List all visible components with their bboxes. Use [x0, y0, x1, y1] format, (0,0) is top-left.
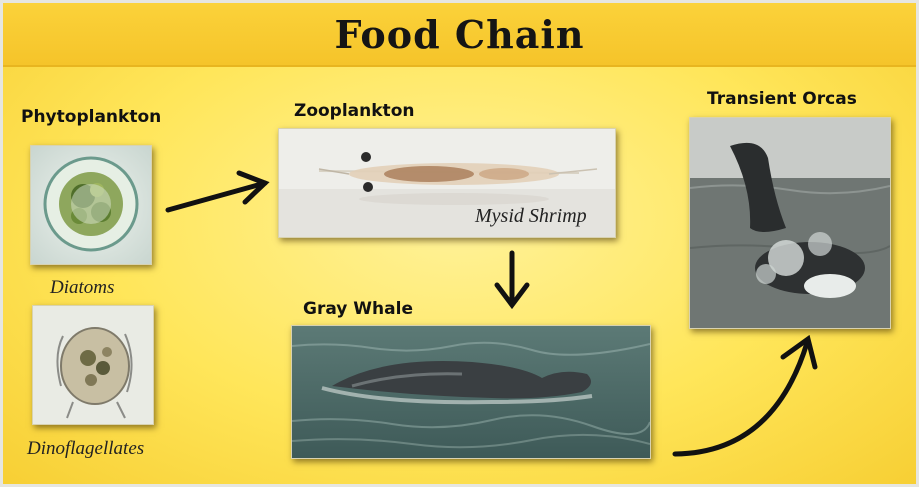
mysid-shrimp-caption: Mysid Shrimp	[475, 205, 587, 228]
gray-whale-photo	[291, 325, 651, 459]
transient-orcas-label: Transient Orcas	[707, 89, 857, 109]
page-title: Food Chain	[335, 12, 585, 57]
header-bar: Food Chain	[3, 3, 916, 67]
arrow-gray-whale-to-orcas-head	[783, 339, 815, 367]
arrow-phytoplankton-to-zooplankton-head	[239, 173, 265, 202]
gray-whale-label: Gray Whale	[303, 299, 413, 319]
diatoms-photo	[30, 145, 152, 265]
dinoflagellates-caption: Dinoflagellates	[27, 438, 144, 460]
transient-orcas-photo	[689, 117, 891, 329]
arrow-gray-whale-to-orcas	[675, 343, 807, 454]
arrow-phytoplankton-to-zooplankton	[168, 183, 265, 210]
mysid-shrimp-photo: Mysid Shrimp	[278, 128, 616, 238]
phytoplankton-label: Phytoplankton	[21, 107, 161, 127]
dinoflagellates-photo	[32, 305, 154, 425]
arrow-zooplankton-to-gray-whale-head	[497, 285, 527, 305]
zooplankton-label: Zooplankton	[294, 101, 414, 121]
diatoms-caption: Diatoms	[50, 277, 114, 299]
